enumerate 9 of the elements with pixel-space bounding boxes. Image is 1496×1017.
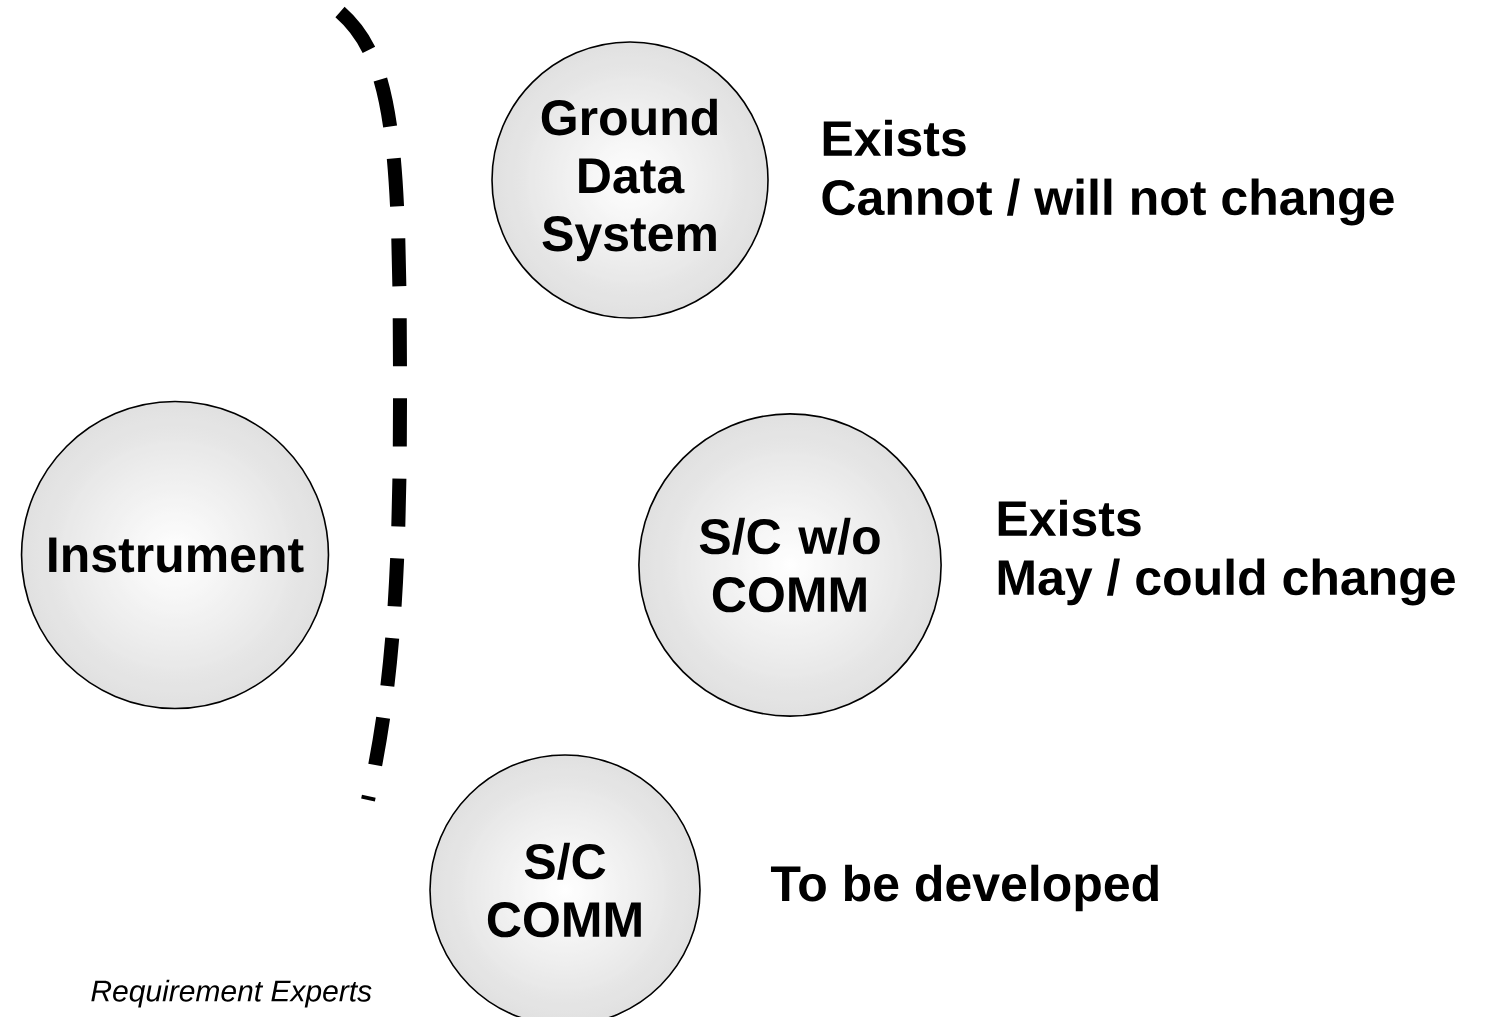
circle-node: S/C w/o COMM xyxy=(638,413,942,717)
circle-node: Instrument xyxy=(20,400,330,710)
status-text: Cannot / will not change xyxy=(822,178,1394,226)
status-text: Exists xyxy=(998,499,1141,537)
circle-node: Ground Data System xyxy=(491,41,769,319)
status-text: Exists xyxy=(823,119,966,157)
footer-text: Requirement Experts xyxy=(91,979,372,1008)
status-text: To be developed xyxy=(770,864,1158,912)
status-text: May / could change xyxy=(998,558,1455,606)
